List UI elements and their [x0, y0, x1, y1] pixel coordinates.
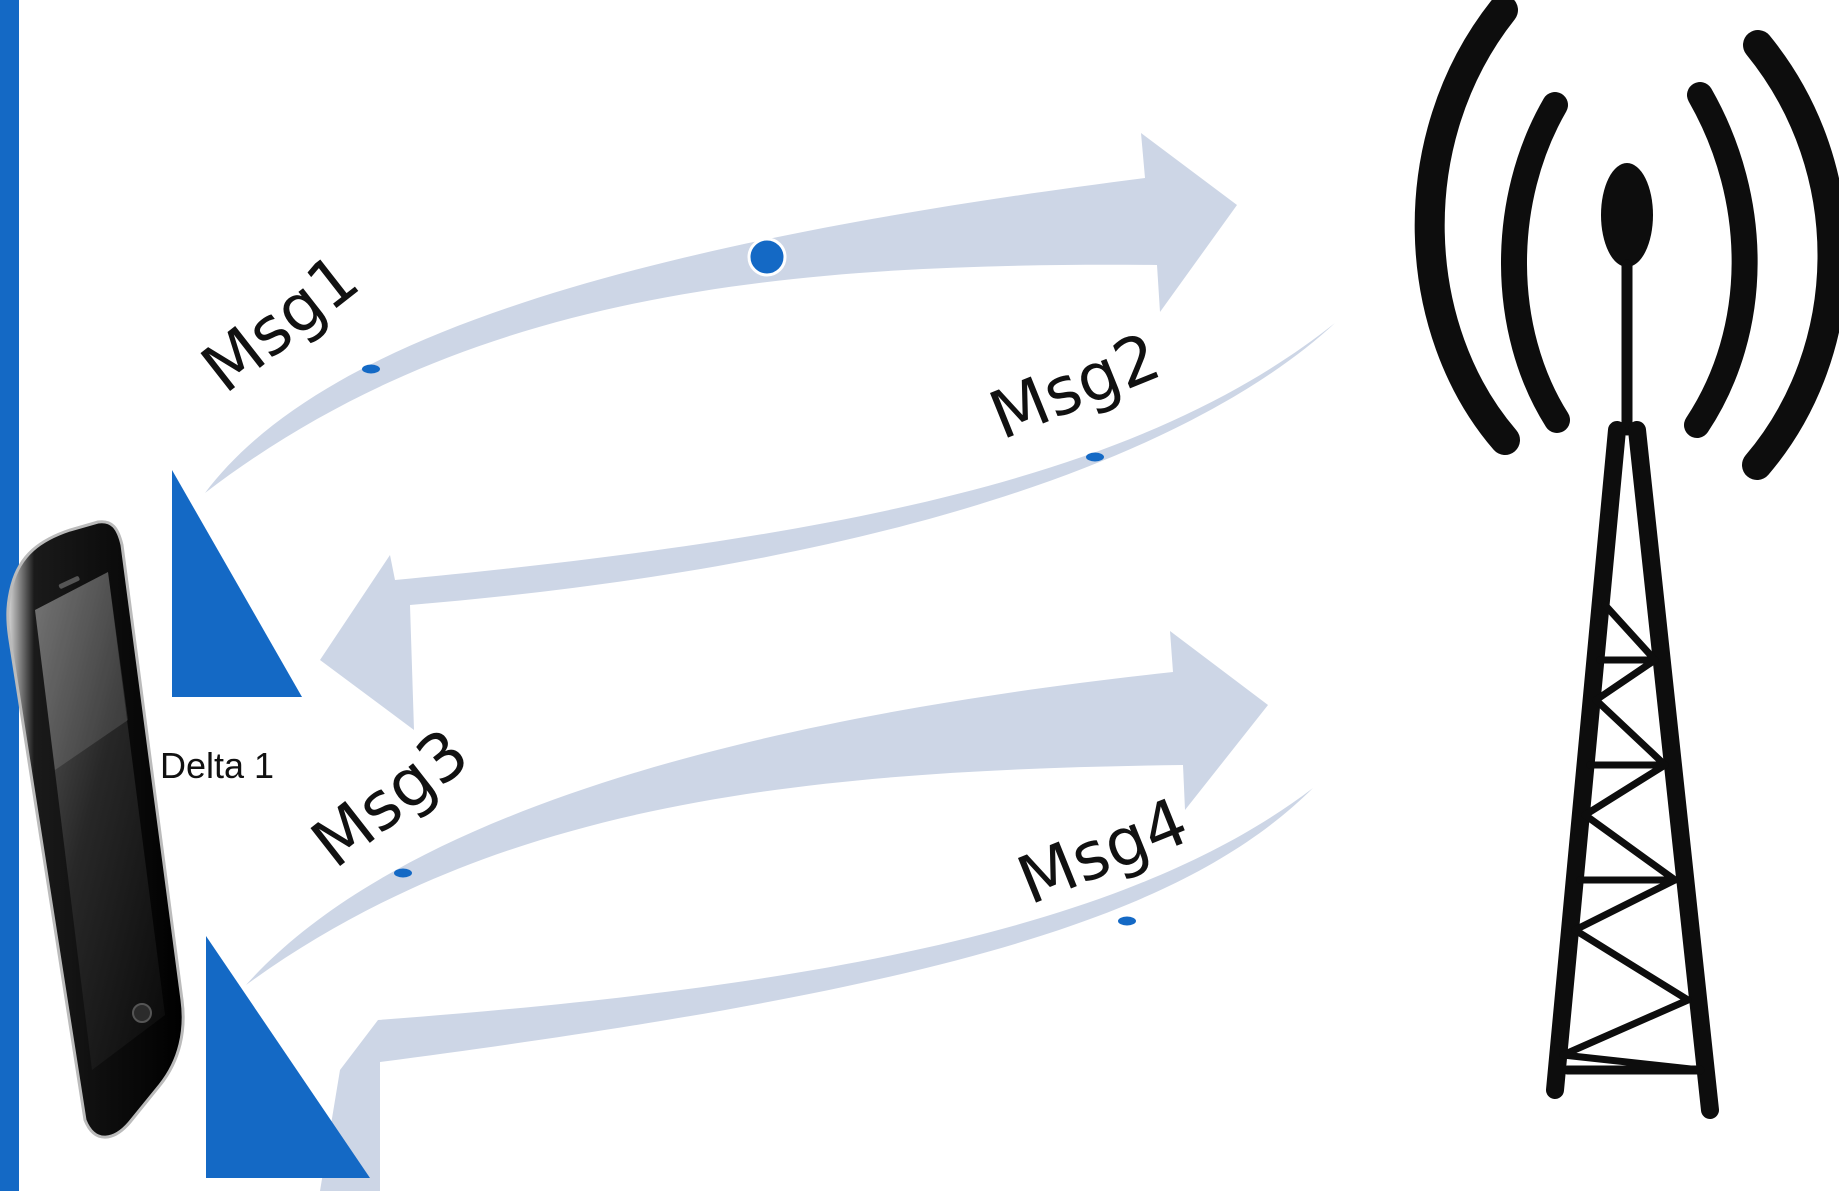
- smartphone-icon: [6, 520, 185, 1139]
- msg3-arrow: [246, 631, 1268, 985]
- delta-label: Delta 1: [160, 745, 274, 786]
- msg4-marker: [1118, 916, 1136, 926]
- timing-triangle-upper: [172, 470, 302, 697]
- msg3-marker: [394, 868, 412, 878]
- msg2-arrow: [320, 323, 1335, 730]
- msg4-arrow: [320, 788, 1313, 1191]
- msg1-arrow: [205, 133, 1237, 493]
- cell-tower-icon: [1414, 0, 1839, 1119]
- msg1-marker: [362, 364, 380, 374]
- msg2-marker: [1086, 452, 1104, 462]
- timing-triangle-lower: [206, 936, 370, 1178]
- msg1-center-marker: [747, 237, 787, 277]
